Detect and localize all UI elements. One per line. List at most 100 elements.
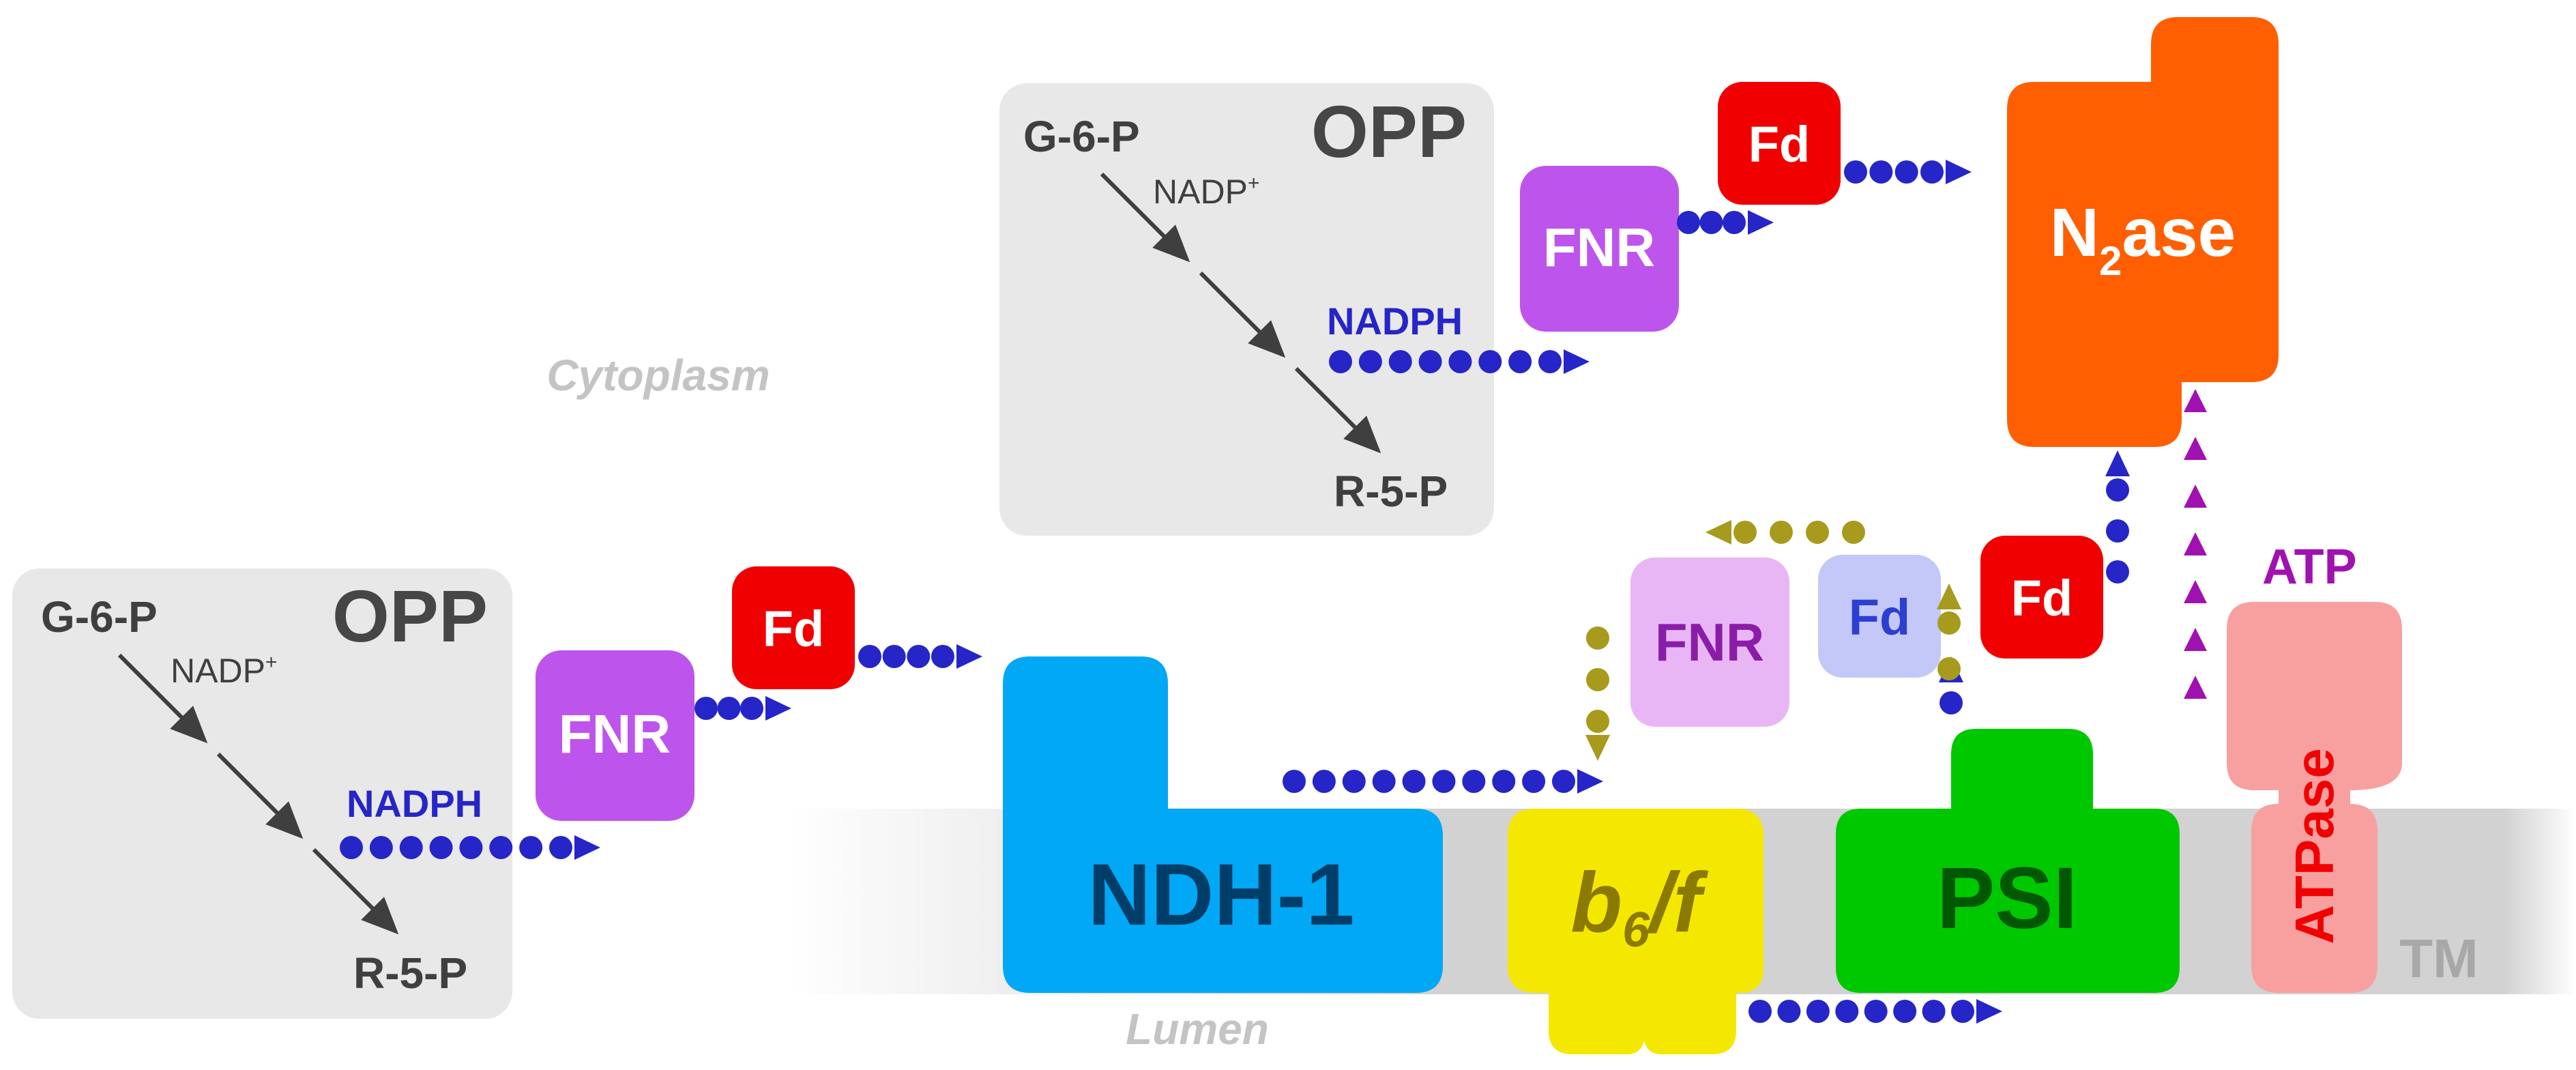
- atp-flow-arrowhead: [2184, 580, 2207, 603]
- electron-flow-arrowhead: [1946, 160, 1972, 184]
- electron-flow-dot: [740, 697, 763, 720]
- electron-flow-dot: [1462, 770, 1486, 793]
- fnr-protein: FNR: [1520, 166, 1679, 332]
- nadph-label: NADPH: [1327, 300, 1463, 343]
- electron-flow-dot: [1342, 770, 1366, 793]
- nadph-flow-dot: [1538, 350, 1562, 373]
- opp-box-upper: OPP G-6-P NADP+ NADPH R-5-P: [999, 83, 1494, 536]
- electron-flow-dot: [1835, 1000, 1859, 1023]
- svg-text:FNR: FNR: [1655, 612, 1764, 672]
- ferredoxin: Fd: [1980, 536, 2103, 659]
- cyclic-flow-dot: [1586, 710, 1609, 733]
- electron-flow-dot: [1864, 1000, 1888, 1023]
- g6p-label: G-6-P: [1023, 112, 1140, 161]
- ferredoxin-cyclic: Fd: [1818, 555, 1941, 678]
- cyclic-flow-arrowhead: [1585, 735, 1610, 761]
- svg-text:Fd: Fd: [1849, 589, 1910, 646]
- electron-flow-dot: [2106, 478, 2129, 502]
- nadph-flow-arrowhead: [1564, 349, 1590, 374]
- electron-flow-dot: [1893, 1000, 1917, 1023]
- nadph-flow-dot: [1418, 350, 1442, 373]
- electron-flow-dot: [1372, 770, 1396, 793]
- electron-flow-dot: [1402, 770, 1426, 793]
- opp-box-lower: OPP G-6-P NADP+ NADPH R-5-P: [12, 568, 512, 1019]
- g6p-label: G-6-P: [41, 592, 158, 641]
- atp-flow-arrowhead: [2184, 628, 2207, 651]
- electron-flow-dot: [1312, 770, 1336, 793]
- svg-text:b6/f: b6/f: [1570, 856, 1708, 957]
- cyclic-flow-arrowhead: [1706, 520, 1731, 545]
- ndh1-complex: NDH-1: [1003, 656, 1443, 993]
- electron-flow-dot: [1283, 770, 1306, 793]
- nadph-flow-dot: [399, 836, 423, 859]
- svg-text:NDH-1: NDH-1: [1087, 846, 1354, 944]
- electron-flow-dot: [717, 697, 741, 720]
- tm-label: TM: [2399, 928, 2478, 989]
- reaction-arrow: [1100, 172, 1190, 263]
- cyclic-flow-dot: [1586, 626, 1609, 650]
- fnr-protein: FNR: [536, 650, 694, 821]
- electron-flow-dot: [1940, 691, 1963, 714]
- nadph-flow-dot: [489, 836, 513, 859]
- electron-flow-arrowhead: [2105, 450, 2130, 476]
- flow-arrows: [340, 160, 2207, 1024]
- electron-flow-dot: [1723, 211, 1746, 234]
- electron-flow-dot: [2106, 560, 2129, 583]
- svg-text:ATPase: ATPase: [2284, 748, 2345, 944]
- reaction-arrow: [117, 653, 208, 744]
- electron-flow-dot: [1844, 160, 1867, 184]
- nadph-flow-dot: [519, 836, 543, 859]
- cyclic-flow-dot: [1770, 521, 1793, 544]
- psi-complex: PSI: [1836, 729, 2180, 993]
- electron-flow-dot: [1492, 770, 1516, 793]
- reaction-arrow: [1294, 366, 1381, 454]
- opp-title: OPP: [332, 575, 488, 657]
- nitrogenase: N2ase: [2007, 17, 2279, 447]
- atp-flow-arrowhead: [2184, 485, 2207, 508]
- electron-flow-dot: [1920, 160, 1944, 184]
- electron-flow-arrowhead: [956, 644, 982, 669]
- atp-label: ATP: [2262, 540, 2357, 594]
- electron-flow-dot: [1869, 160, 1893, 184]
- nadp-label: NADP+: [1153, 172, 1259, 211]
- electron-flow-arrowhead: [1748, 210, 1774, 235]
- electron-flow-dot: [694, 697, 718, 720]
- ferredoxin: Fd: [1718, 82, 1841, 205]
- electron-flow-dot: [1677, 211, 1700, 234]
- atp-synthase: ATPase: [2227, 602, 2402, 993]
- reaction-arrow: [312, 848, 399, 935]
- electron-flow-dot: [1806, 1000, 1830, 1023]
- electron-flow-dot: [907, 645, 931, 668]
- cyclic-flow-dot: [1733, 521, 1757, 544]
- electron-flow-dot: [931, 645, 954, 668]
- nadph-flow-dot: [1478, 350, 1502, 373]
- cyclic-flow-arrowhead: [1937, 583, 1961, 609]
- cyclic-flow-dot: [1586, 668, 1609, 691]
- nadph-flow-arrowhead: [574, 835, 600, 860]
- electron-flow-dot: [1699, 211, 1723, 234]
- electron-flow-dot: [858, 645, 881, 668]
- nadph-flow-dot: [1508, 350, 1532, 373]
- nadph-flow-dot: [340, 836, 363, 859]
- svg-text:N2ase: N2ase: [2050, 194, 2236, 284]
- r5p-label: R-5-P: [353, 949, 467, 998]
- electron-flow-arrowhead: [765, 696, 791, 721]
- electron-flow-arrowhead: [1577, 769, 1603, 794]
- svg-text:FNR: FNR: [1543, 217, 1655, 278]
- nadph-flow-dot: [1358, 350, 1382, 373]
- nadph-flow-dot: [1329, 350, 1352, 373]
- atp-flow-arrowhead: [2184, 437, 2207, 460]
- electron-flow-dot: [1894, 160, 1918, 184]
- opp-title: OPP: [1311, 90, 1467, 173]
- nadph-flow-dot: [429, 836, 453, 859]
- electron-flow-dot: [2106, 519, 2129, 543]
- atp-flow-arrowhead: [2184, 532, 2207, 555]
- electron-flow-dot: [1777, 1000, 1801, 1023]
- atp-flow-arrowhead: [2184, 389, 2207, 412]
- cytoplasm-label: Cytoplasm: [546, 351, 770, 400]
- cyclic-flow-dot: [1937, 657, 1961, 680]
- reaction-arrow: [1199, 271, 1286, 358]
- lumen-label: Lumen: [1126, 1004, 1269, 1054]
- nadph-flow-dot: [549, 836, 572, 859]
